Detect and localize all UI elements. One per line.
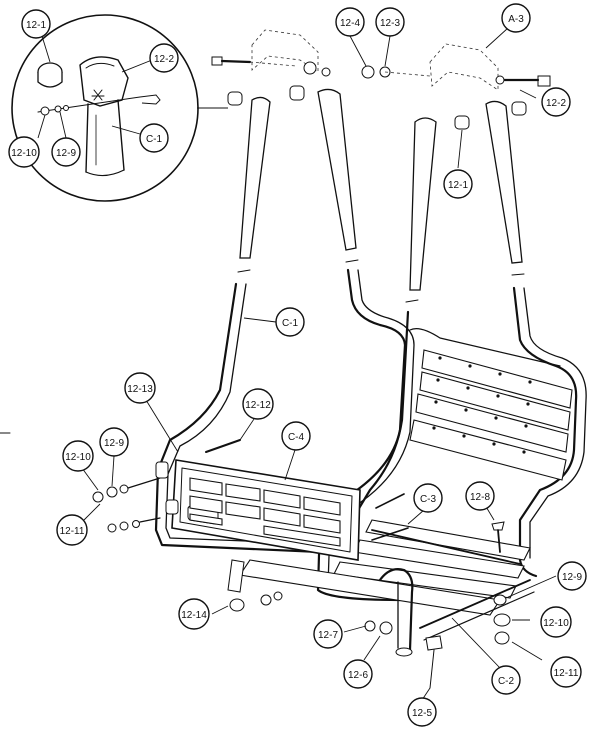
callout-label: 12-1 (448, 180, 468, 191)
callout-c-4: C-4 (281, 421, 311, 451)
callouts: 12-1 12-2 12-10 12-9 C-1 12-4 12-3 A-3 1… (8, 3, 587, 727)
main-frame (154, 268, 587, 602)
callout-label: 12-9 (56, 148, 76, 159)
callout-label: 12-12 (245, 400, 271, 411)
callout-label: 12-8 (470, 492, 490, 503)
callout-label: C-1 (282, 318, 299, 329)
callout-12-3: 12-3 (375, 7, 405, 37)
lower-frame (0, 432, 535, 689)
callout-label: 12-2 (154, 54, 174, 65)
callout-label: 12-11 (60, 526, 85, 537)
callout-label: 12-13 (127, 384, 153, 395)
callout-12-8: 12-8 (465, 481, 495, 511)
callout-label: A-3 (508, 14, 524, 25)
callout-label: 12-2 (546, 98, 566, 109)
callout-label: 12-11 (554, 668, 579, 679)
callout-12-13: 12-13 (124, 372, 156, 404)
callout-12-1: 12-1 (443, 169, 473, 199)
callout-label: 12-3 (380, 18, 400, 29)
callout-label: 12-6 (348, 670, 368, 681)
callout-12-2: 12-2 (541, 87, 571, 117)
top-hardware (211, 29, 551, 130)
callout-label: 12-7 (318, 630, 338, 641)
upright-tubes (237, 88, 525, 303)
callout-12-10-left: 12-10 (62, 440, 94, 472)
callout-c-2: C-2 (491, 665, 521, 695)
callout-12-11-right: 12-11 (550, 656, 582, 688)
callout-label: 12-10 (543, 618, 569, 629)
callout-12-9-inset: 12-9 (51, 137, 81, 167)
callout-label: 12-4 (340, 18, 360, 29)
detail-inset (11, 14, 228, 202)
callout-12-6: 12-6 (343, 659, 373, 689)
callout-a-3: A-3 (501, 3, 531, 33)
callout-label: 12-1 (26, 20, 46, 31)
callout-label: C-4 (288, 432, 305, 443)
callout-12-11-left: 12-11 (56, 514, 88, 546)
callout-12-14: 12-14 (178, 598, 210, 630)
callout-12-2-inset: 12-2 (149, 43, 179, 73)
callout-12-12: 12-12 (242, 388, 274, 420)
callout-label: C-3 (420, 494, 437, 505)
callout-c-1: C-1 (275, 307, 305, 337)
callout-label: 12-9 (104, 438, 124, 449)
callout-label: 12-10 (65, 452, 91, 463)
seat-slats (239, 519, 531, 616)
callout-c-3: C-3 (413, 483, 443, 513)
callout-label: 12-5 (412, 708, 432, 719)
callout-12-5: 12-5 (407, 697, 437, 727)
callout-12-4: 12-4 (335, 7, 365, 37)
callout-12-1-inset: 12-1 (21, 9, 51, 39)
callout-12-7: 12-7 (313, 619, 343, 649)
callout-label: 12-14 (181, 610, 207, 621)
callout-c-1-inset: C-1 (139, 123, 169, 153)
front-guard-panel (171, 459, 361, 561)
callout-12-10-inset: 12-10 (8, 136, 40, 168)
callout-label: C-2 (498, 676, 515, 687)
callout-label: 12-10 (11, 148, 37, 159)
back-rest-slats (409, 349, 573, 481)
callout-12-9-left: 12-9 (99, 427, 129, 457)
callout-12-10-right: 12-10 (540, 606, 572, 638)
callout-label: 12-9 (562, 572, 582, 583)
callout-12-9-right: 12-9 (557, 561, 587, 591)
callout-label: C-1 (146, 134, 163, 145)
